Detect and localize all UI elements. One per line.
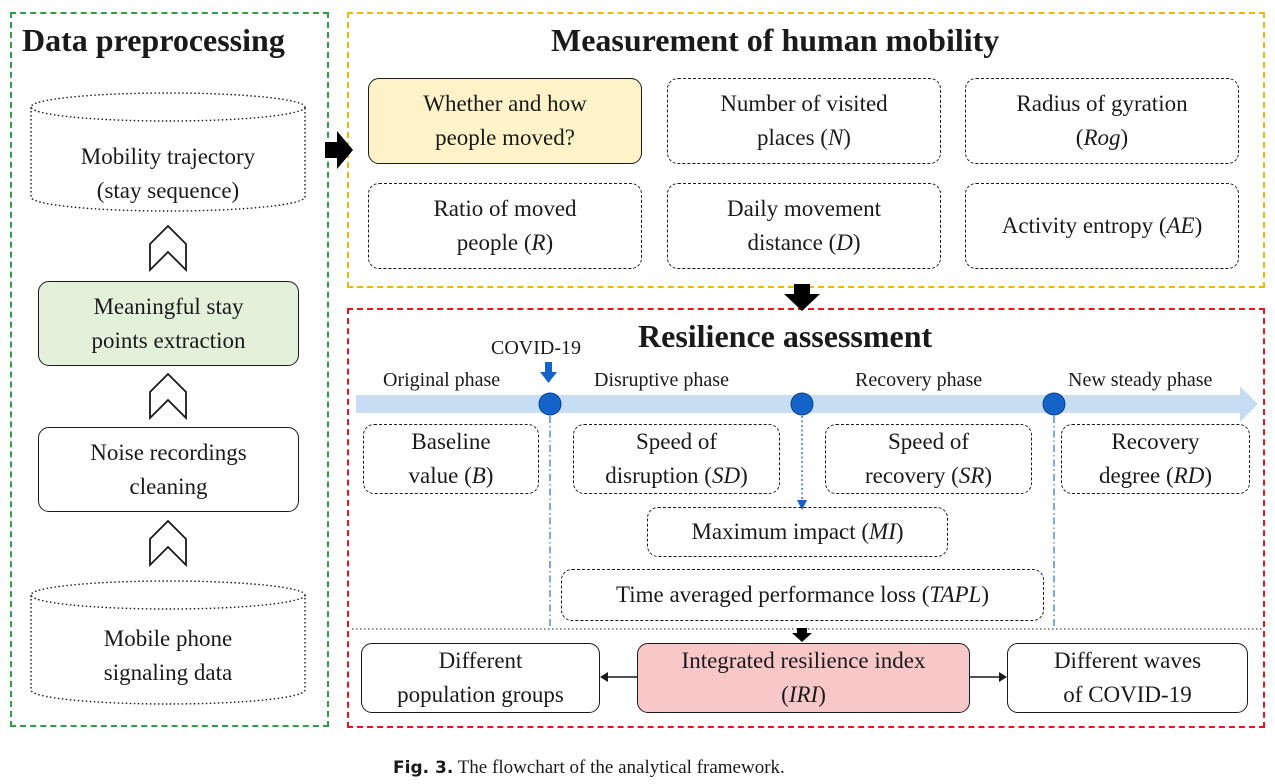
arrow-left-icon [600,672,637,682]
figure-caption-text: The flowchart of the analytical framewor… [457,757,785,778]
covid-marker-arrow-icon [540,362,557,383]
timeline-node [1042,392,1066,416]
rd-line1: Recovery [1111,429,1200,454]
mi-pointer-arrow [797,416,807,510]
groups-line1: Different [438,648,523,673]
figure-caption: Fig. 3. The flowchart of the analytical … [393,757,785,779]
iri-line1: Integrated resilience index [681,648,926,673]
resilience-title: Resilience assessment [638,318,933,354]
phase-label: Original phase [383,369,501,391]
covid-label: COVID-19 [491,337,581,359]
block-arrow-down-icon [792,628,812,642]
chevron-up-icon [149,224,187,273]
moved-line1: Whether and how [423,91,587,116]
preprocessing-title: Data preprocessing [22,22,285,58]
radius-gyration-box: Radius of gyration (Rog) [965,78,1239,164]
rog-line2: (Rog) [1075,125,1129,150]
population-groups-box: Different population groups [361,643,600,713]
waves-line2: of COVID-19 [1063,682,1192,707]
timeline-node [538,392,562,416]
signaling-cylinder-label: Mobile phone signaling data [31,620,305,692]
b-line1: Baseline [411,429,491,454]
speed-recovery-box: Speed of recovery (SR) [825,424,1032,494]
measurement-title: Measurement of human mobility [551,22,1000,58]
mi-line: Maximum impact (MI) [691,519,904,544]
chevron-up-icon [149,519,187,568]
phase-label: Disruptive phase [594,369,729,391]
tapl-line: Time averaged performance loss (TAPL) [615,582,990,607]
signal-line1: Mobile phone [103,626,233,651]
cylinder-trajectory [30,92,306,212]
sr-line1: Speed of [887,429,970,454]
rog-line1: Radius of gyration [1016,91,1188,116]
movement-distance-box: Daily movement distance (D) [667,183,941,269]
visited-places-box: Number of visited places (N) [667,78,941,164]
ratio-moved-box: Ratio of moved people (R) [368,183,642,269]
chevron-up-icon [149,372,187,421]
stay-line1: Meaningful stay [93,293,244,319]
groups-line2: population groups [397,682,564,707]
cylinder-signaling [30,580,306,705]
sr-line2: recovery (SR) [864,463,993,488]
block-arrow-down-icon [784,284,820,311]
trajectory-line1: Mobility trajectory [80,144,256,169]
n-line1: Number of visited [720,91,888,116]
trajectory-cylinder-label: Mobility trajectory (stay sequence) [31,138,305,210]
d-line2: distance (D) [747,230,861,255]
signal-line2: signaling data [103,660,233,685]
arrow-right-icon [970,672,1007,682]
r-line2: people (R) [456,230,554,255]
speed-disruption-box: Speed of disruption (SD) [573,424,780,494]
moved-line2: people moved? [435,125,575,150]
recovery-degree-box: Recovery degree (RD) [1061,424,1250,494]
phase-label: Recovery phase [855,369,983,391]
r-line1: Ratio of moved [433,196,577,221]
iri-line2: (IRI) [781,682,826,707]
preprocessing-frame [10,12,329,727]
baseline-box: Baseline value (B) [363,424,539,494]
noise-line1: Noise recordings [90,439,247,465]
iri-box: Integrated resilience index (IRI) [637,643,970,713]
covid-waves-box: Different waves of COVID-19 [1007,643,1248,713]
timeline-node [790,392,814,416]
ae-line: Activity entropy (AE) [1001,213,1203,238]
resilience-frame [347,308,1265,728]
trajectory-line2: (stay sequence) [96,178,240,203]
n-line2: places (N) [757,125,851,150]
figure-label: Fig. 3. [393,758,454,778]
rd-line2: degree (RD) [1098,463,1213,488]
maximum-impact-box: Maximum impact (MI) [647,507,948,557]
moved-question-box: Whether and how people moved? [368,78,642,164]
sd-line1: Speed of [635,429,718,454]
d-line1: Daily movement [727,196,881,221]
noise-cleaning-box: Noise recordings cleaning [38,427,299,512]
noise-line2: cleaning [129,473,208,499]
b-line2: value (B) [408,463,494,488]
sd-line2: disruption (SD) [605,463,748,488]
tapl-box: Time averaged performance loss (TAPL) [561,569,1044,621]
phase-label: New steady phase [1068,369,1213,391]
stay-points-box: Meaningful stay points extraction [38,281,299,366]
block-arrow-right-icon [325,131,353,169]
stay-line2: points extraction [91,327,246,353]
waves-line1: Different waves [1053,648,1202,673]
activity-entropy-box: Activity entropy (AE) [965,183,1239,269]
